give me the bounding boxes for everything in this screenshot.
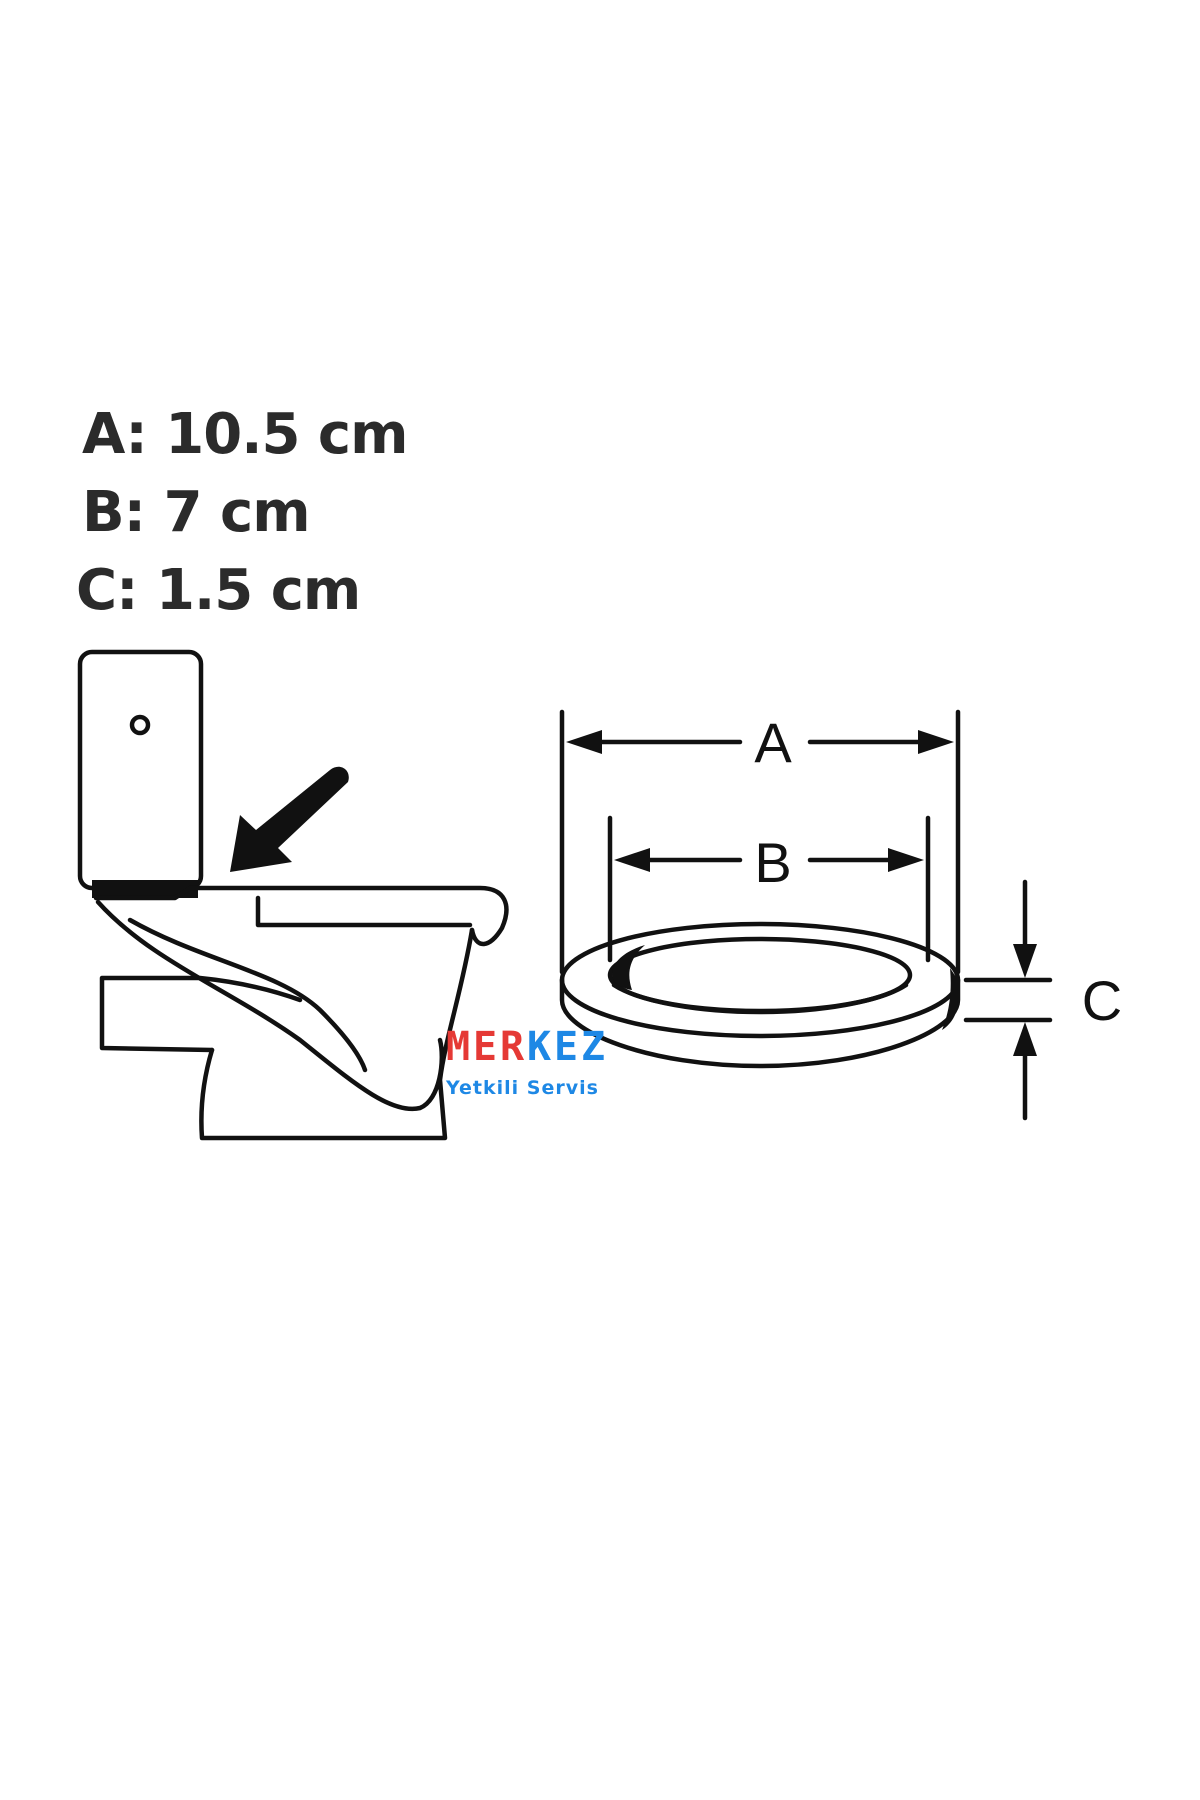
watermark-letter: E — [554, 1024, 578, 1070]
watermark-letter: Z — [581, 1024, 605, 1070]
pointer-arrow-icon — [230, 766, 349, 872]
dimension-c-text: C: 1.5 cm — [76, 558, 361, 623]
gasket-illustration — [559, 921, 961, 1069]
rim-recess — [255, 895, 473, 928]
cistern-tank — [77, 649, 204, 891]
dimension-b-marker: B — [607, 815, 931, 963]
ring-outer-side — [559, 977, 961, 1069]
watermark-letter: M — [446, 1024, 470, 1070]
watermark-letter: K — [527, 1024, 551, 1070]
bowl-rim — [93, 885, 509, 947]
dimension-c-marker: C — [963, 879, 1122, 1121]
dimension-a-marker: A — [559, 709, 961, 975]
ring-side-shade — [942, 968, 958, 1030]
trapway-detail — [197, 975, 303, 1003]
ring-inner-bottom — [611, 982, 909, 1015]
trapway-outer-curve — [95, 899, 445, 1112]
label-b: B — [754, 831, 791, 894]
ring-inner-shade — [612, 945, 645, 990]
dimension-a-text: A: 10.5 cm — [82, 402, 408, 467]
watermark-letter: E — [473, 1024, 497, 1070]
label-a: A — [754, 711, 792, 774]
bowl-body — [199, 927, 475, 1141]
dimension-list: A: 10.5 cm B: 7 cm C: 1.5 cm — [76, 396, 408, 630]
dimension-b-text: B: 7 cm — [82, 480, 311, 545]
merkez-watermark: M E R K E Z Yetkili Servis — [445, 1024, 605, 1099]
flush-button-icon — [129, 714, 151, 736]
toilet-illustration — [77, 649, 509, 1141]
gasket-location — [92, 880, 198, 898]
watermark-subtitle: Yetkili Servis — [445, 1077, 599, 1099]
watermark-letter: R — [500, 1024, 525, 1070]
outlet-pipe — [99, 975, 215, 1053]
label-c: C — [1082, 969, 1122, 1032]
trapway-inner-curve — [127, 917, 368, 1073]
